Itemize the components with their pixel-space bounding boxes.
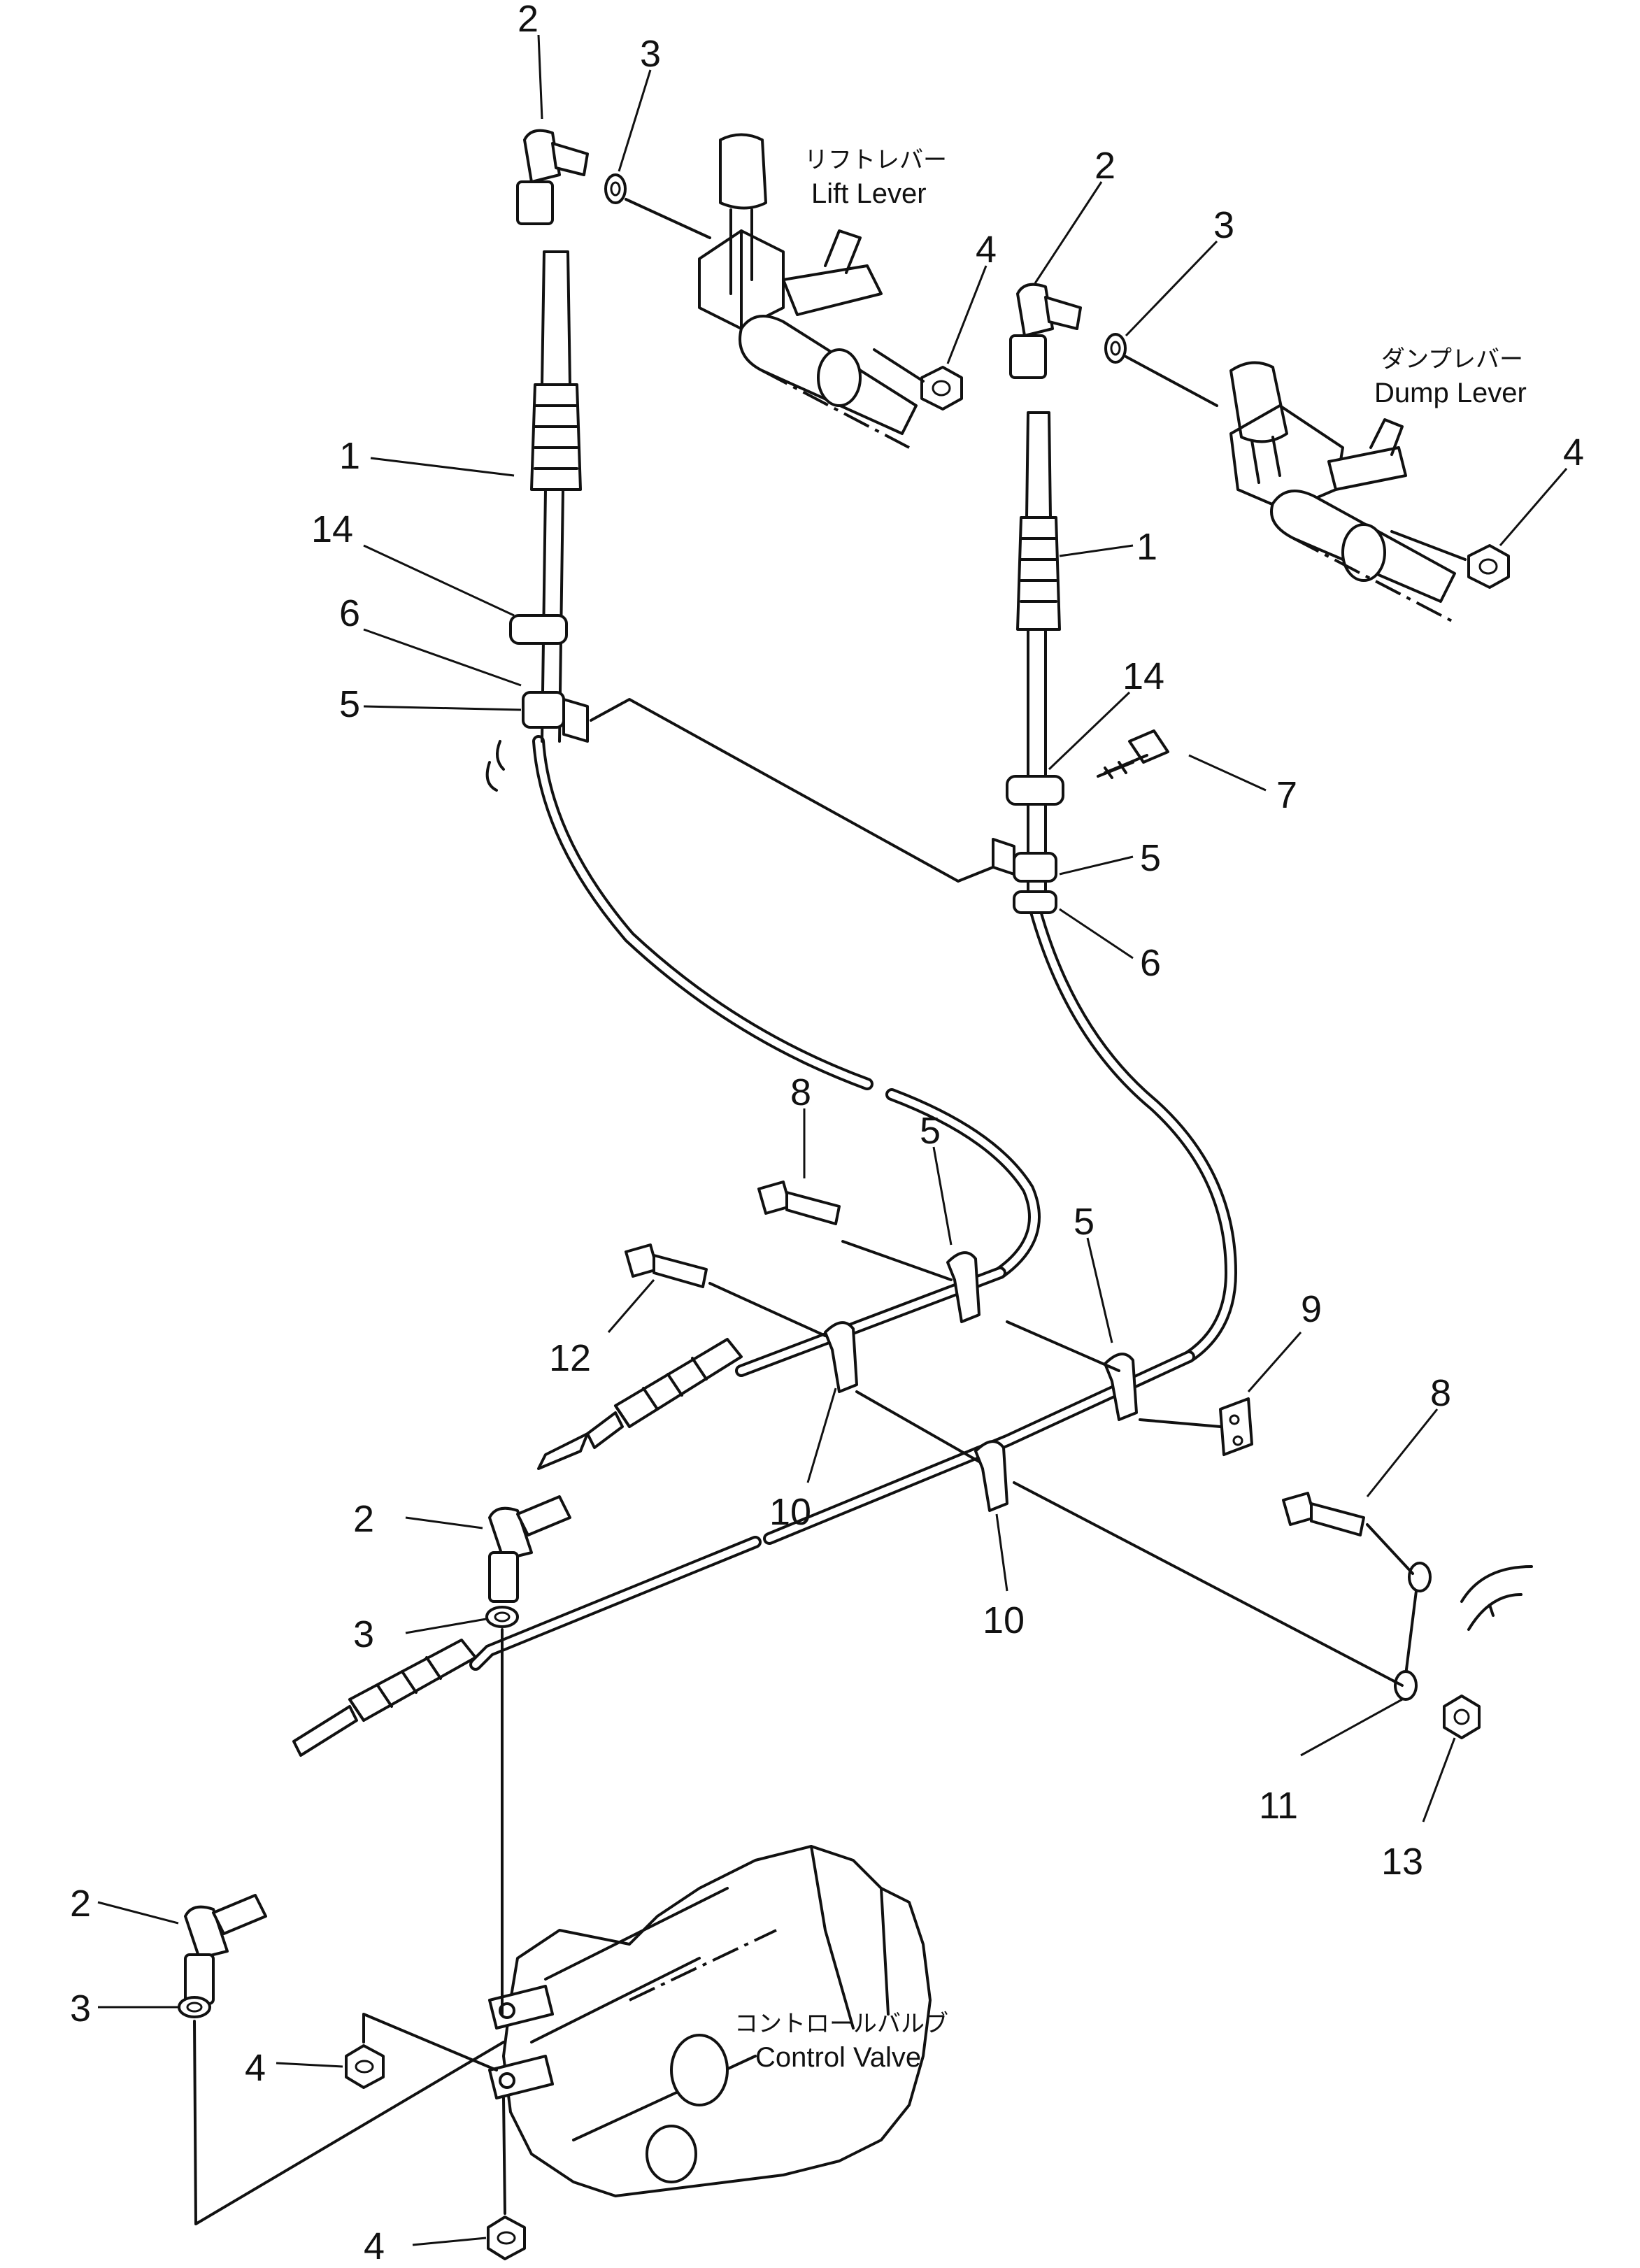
dump-lever-label-jp: ダンプレバー — [1381, 345, 1523, 373]
rod-end-2d — [184, 1894, 267, 2005]
lift-lever — [698, 133, 918, 449]
clamp-10b — [974, 1440, 1008, 1512]
callout-4-dump: 4 — [1563, 432, 1584, 473]
callout-5-right: 5 — [1074, 1201, 1094, 1243]
callout-6-lift: 6 — [339, 592, 360, 634]
rod-end-2c — [488, 1495, 571, 1603]
callout-5-lift: 5 — [339, 683, 360, 725]
dump-lever-label: Dump Lever — [1374, 378, 1527, 408]
washer-3a — [604, 173, 627, 204]
callout-4-bottom: 4 — [364, 2225, 385, 2267]
assembly-lines — [193, 198, 1467, 2225]
callout-leaders — [97, 34, 1568, 2246]
plate-9 — [1219, 1397, 1253, 1456]
frame-detail-top-left — [485, 740, 505, 792]
nut-4a — [920, 366, 963, 411]
callout-5-dump: 5 — [1140, 837, 1161, 879]
nut-4b — [1467, 544, 1510, 589]
callout-1-lift: 1 — [339, 435, 360, 477]
callout-12: 12 — [549, 1337, 591, 1379]
control-valve-label: Control Valve — [755, 2042, 921, 2073]
nut-4c — [345, 2044, 385, 2089]
nut-4d — [487, 2216, 526, 2260]
lift-lever-label: Lift Lever — [811, 178, 927, 209]
callout-6-dump: 6 — [1140, 942, 1161, 984]
grommet-14b — [1006, 775, 1064, 806]
callout-2-low: 2 — [70, 1883, 91, 1925]
clamp-10a — [824, 1321, 858, 1393]
callout-numbers: 2 3 4 1 14 6 5 2 3 4 1 14 7 5 6 8 5 5 12… — [70, 0, 1584, 2267]
clamp-5d — [1104, 1353, 1138, 1421]
clamp-5c — [946, 1251, 981, 1323]
callout-4-lift: 4 — [976, 229, 997, 271]
clamp-5a — [522, 691, 589, 743]
callout-9: 9 — [1301, 1288, 1322, 1330]
rod-end-2b — [1009, 283, 1082, 379]
component-labels: リフトレバー Lift Lever ダンプレバー Dump Lever コントロ… — [734, 146, 1527, 2073]
rod-end-2a — [516, 129, 589, 225]
callout-14-lift: 14 — [311, 508, 353, 550]
control-cable-lower — [537, 1432, 589, 1470]
control-valve-label-jp: コントロールバルブ — [734, 2010, 948, 2038]
callout-3-lift: 3 — [640, 33, 661, 75]
callout-1-dump: 1 — [1136, 526, 1157, 568]
bolt-8b — [1282, 1492, 1365, 1536]
clamp-5b — [992, 838, 1057, 914]
control-cable-dump — [292, 411, 1238, 1757]
callout-10-right: 10 — [983, 1599, 1025, 1641]
control-valve — [488, 1845, 932, 2197]
bolt-8a — [757, 1181, 841, 1225]
frame-detail — [1460, 1565, 1533, 1631]
nut-13 — [1443, 1695, 1481, 1739]
callout-4-low: 4 — [245, 2047, 266, 2089]
dump-lever — [1229, 361, 1456, 624]
washer-3d — [178, 1996, 211, 2018]
bolt-7 — [1097, 729, 1169, 779]
callout-11: 11 — [1259, 1785, 1298, 1827]
callout-3-low: 3 — [70, 1988, 91, 2030]
washer-3c — [485, 1606, 519, 1628]
callout-10-left: 10 — [769, 1491, 811, 1533]
grommet-14a — [509, 614, 568, 645]
callout-2-mid: 2 — [353, 1498, 374, 1540]
callout-8-lower: 8 — [1430, 1372, 1451, 1414]
washer-3b — [1104, 333, 1127, 364]
callout-3-dump: 3 — [1213, 204, 1234, 246]
ground-wire-11 — [1394, 1562, 1432, 1701]
callout-3-mid: 3 — [353, 1613, 374, 1655]
callout-2-lift: 2 — [518, 0, 539, 40]
callout-14-dump: 14 — [1122, 655, 1164, 697]
callout-8-upper: 8 — [790, 1071, 811, 1113]
callout-2-dump: 2 — [1094, 145, 1115, 187]
bolt-12 — [625, 1243, 708, 1288]
callout-13: 13 — [1381, 1841, 1423, 1883]
lift-lever-label-jp: リフトレバー — [804, 146, 947, 174]
callout-5-mid: 5 — [920, 1110, 941, 1152]
callout-7: 7 — [1276, 774, 1297, 816]
